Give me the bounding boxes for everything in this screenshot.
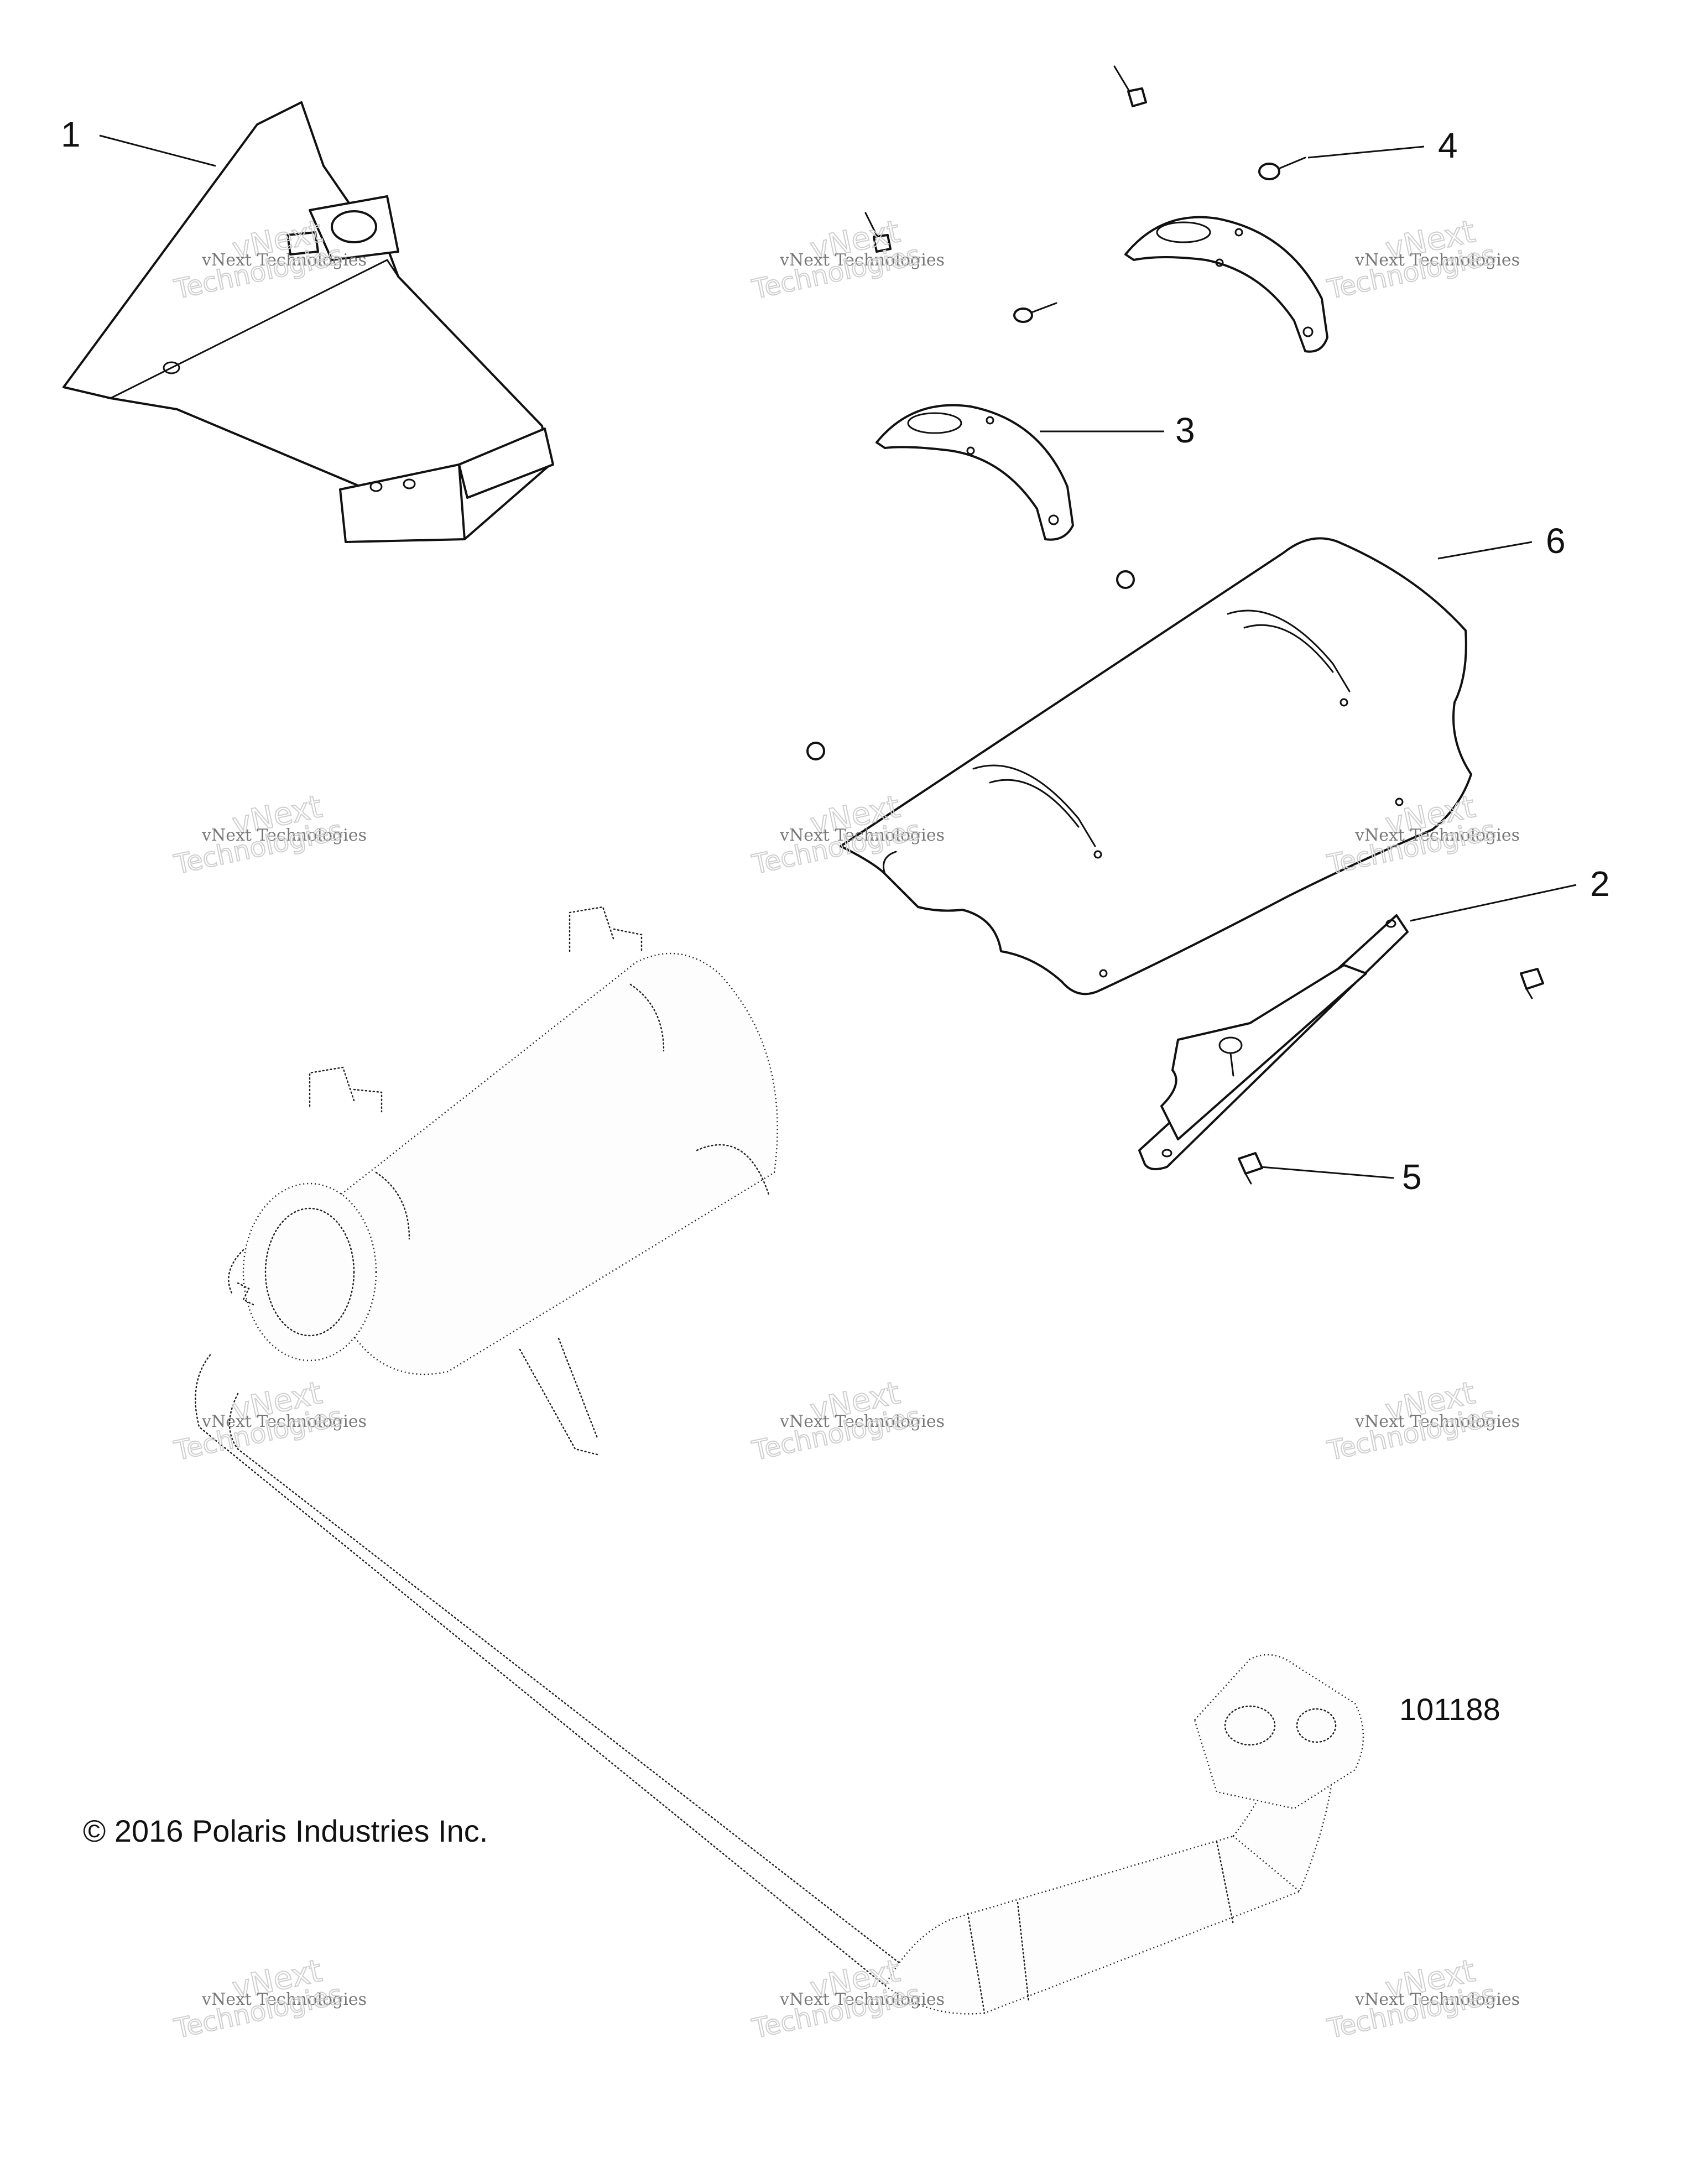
bolt-part-5 xyxy=(1238,1152,1263,1185)
watermark-8: vNext vNext Technologies Technologies xyxy=(749,1374,945,1467)
svg-text:vNext Technologies: vNext Technologies xyxy=(1354,826,1520,845)
fastener-mid xyxy=(1013,302,1057,323)
svg-text:vNext Technologies: vNext Technologies xyxy=(779,1990,945,2009)
mounting-bracket-part-2 xyxy=(1138,914,1409,1170)
watermark-9: vNext vNext Technologies Technologies xyxy=(1324,1374,1520,1467)
watermark-10: vNext vNext Technologies Technologies xyxy=(171,1952,367,2045)
svg-text:vNext Technologies: vNext Technologies xyxy=(779,251,945,270)
large-heat-shield-part-6 xyxy=(806,537,1472,995)
muffler-reference xyxy=(228,906,778,1456)
fastener-left-upper xyxy=(864,212,892,253)
svg-text:vNext Technologies: vNext Technologies xyxy=(201,251,367,270)
watermark-7: vNext vNext Technologies Technologies xyxy=(171,1374,367,1467)
watermark-2: vNext vNext Technologies Technologies xyxy=(749,213,945,306)
watermark-6: vNext vNext Technologies Technologies xyxy=(1324,788,1520,881)
svg-text:vNext Technologies: vNext Technologies xyxy=(779,826,945,845)
fastener-part-4 xyxy=(1258,157,1306,180)
small-heat-shield-part-3-upper xyxy=(1124,216,1328,353)
callout-6: 6 xyxy=(1546,521,1566,561)
callout-5: 5 xyxy=(1402,1157,1422,1197)
svg-text:vNext Technologies: vNext Technologies xyxy=(779,1412,945,1431)
exhaust-pipe-reference xyxy=(195,1354,1364,2015)
svg-text:vNext Technologies: vNext Technologies xyxy=(1354,1990,1520,2009)
small-heat-shield-part-3-lower xyxy=(875,404,1074,541)
svg-text:vNext Technologies: vNext Technologies xyxy=(201,1990,367,2009)
svg-text:vNext Technologies: vNext Technologies xyxy=(1354,251,1520,270)
watermark-4: vNext vNext Technologies Technologies xyxy=(171,788,367,881)
svg-text:vNext Technologies: vNext Technologies xyxy=(1354,1412,1520,1431)
callout-2: 2 xyxy=(1590,864,1610,904)
svg-text:vNext Technologies: vNext Technologies xyxy=(201,1412,367,1431)
callout-3: 3 xyxy=(1175,410,1195,450)
svg-text:vNext Technologies: vNext Technologies xyxy=(201,826,367,845)
leader-lines xyxy=(99,134,1577,1179)
fastener-top xyxy=(1113,65,1147,107)
callout-4: 4 xyxy=(1438,126,1458,165)
bolt-right xyxy=(1520,968,1544,999)
part-number-label: 101188 xyxy=(1399,1692,1500,1727)
heat-shield-part-1 xyxy=(62,101,554,543)
watermark-12: vNext vNext Technologies Technologies xyxy=(1324,1952,1520,2045)
watermark-3: vNext vNext Technologies Technologies xyxy=(1324,213,1520,306)
callout-1: 1 xyxy=(61,114,81,154)
copyright-text: © 2016 Polaris Industries Inc. xyxy=(83,1813,488,1848)
